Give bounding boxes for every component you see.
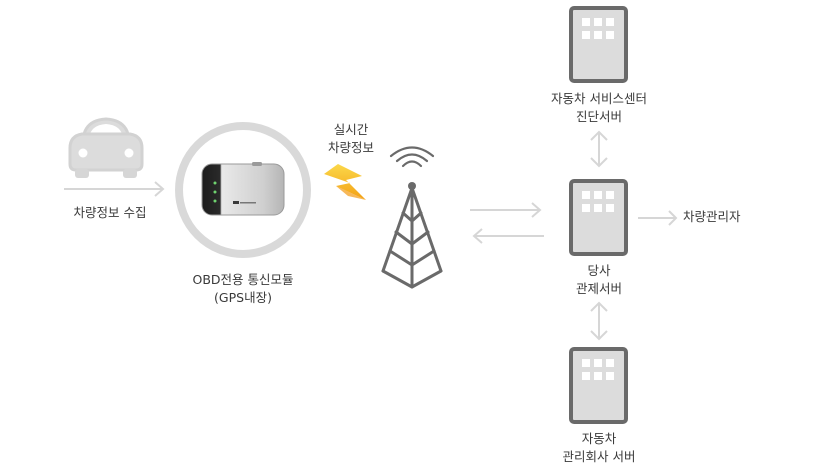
realtime-info-label-line2: 차량정보 bbox=[327, 140, 374, 155]
service-center-label-line2: 진단서버 bbox=[575, 109, 622, 124]
antenna-tower-icon bbox=[381, 146, 443, 289]
service-center-label-line1: 자동차 서비스센터 bbox=[551, 91, 647, 106]
obd-module-label-line2: (GPS내장) bbox=[214, 290, 272, 305]
company-server-label: 당사 관제서버 bbox=[549, 262, 649, 298]
company-server-label-line2: 관제서버 bbox=[575, 281, 622, 296]
vehicle-manager-label: 차량관리자 bbox=[683, 209, 741, 224]
lightning-icon bbox=[324, 164, 366, 200]
manager-arrow bbox=[638, 210, 678, 226]
management-company-label: 자동차 관리회사 서버 bbox=[534, 430, 664, 466]
updown-arrow-top bbox=[590, 130, 608, 168]
realtime-info-label-line1: 실시간 bbox=[333, 122, 369, 137]
management-company-server-icon bbox=[569, 347, 628, 424]
obd-module-label: OBD전용 통신모듈 (GPS내장) bbox=[173, 271, 313, 307]
obd-module-label-line1: OBD전용 통신모듈 bbox=[192, 272, 294, 287]
company-server-icon bbox=[569, 179, 628, 256]
company-server-label-line1: 당사 bbox=[587, 263, 611, 278]
collect-arrow bbox=[64, 181, 165, 197]
updown-arrow-bottom bbox=[590, 301, 608, 341]
management-company-label-line1: 자동차 bbox=[581, 431, 617, 446]
service-center-label: 자동차 서비스센터 진단서버 bbox=[534, 90, 664, 126]
vehicle-collect-label: 차량정보 수집 bbox=[73, 205, 147, 220]
management-company-label-line2: 관리회사 서버 bbox=[562, 449, 636, 464]
obd-device-icon bbox=[201, 162, 285, 216]
bidirectional-arrows bbox=[470, 202, 544, 244]
service-center-server-icon bbox=[569, 6, 628, 83]
realtime-info-label: 실시간 차량정보 bbox=[311, 121, 391, 157]
car-icon bbox=[68, 117, 144, 178]
